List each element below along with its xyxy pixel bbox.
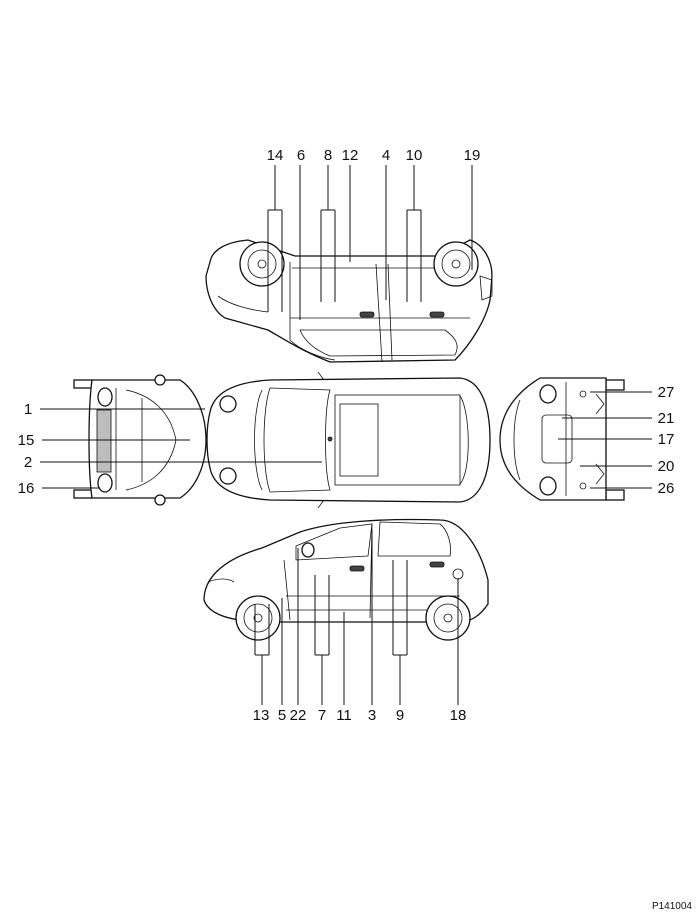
callout-right-26: 26 <box>658 480 675 497</box>
callout-bottom-11: 11 <box>336 707 352 724</box>
callout-left-1: 1 <box>24 401 32 418</box>
car-left-side-view <box>203 518 489 641</box>
callout-bottom-13: 13 <box>253 707 270 724</box>
car-right-side-view-inverted <box>205 239 493 363</box>
leader-lines <box>40 165 652 705</box>
callout-top-6: 6 <box>297 147 305 164</box>
callout-bottom-9: 9 <box>396 707 404 724</box>
callout-bottom-3: 3 <box>368 707 376 724</box>
callout-right-20: 20 <box>658 458 675 475</box>
callout-bottom-22: 22 <box>290 707 307 724</box>
callout-bottom-7: 7 <box>318 707 326 724</box>
callout-bottom-18: 18 <box>450 707 467 724</box>
callout-top-4: 4 <box>382 147 390 164</box>
callout-right-21: 21 <box>658 410 675 427</box>
callout-right-17: 17 <box>658 431 675 448</box>
callout-top-19: 19 <box>464 147 481 164</box>
callout-bottom-5: 5 <box>278 707 286 724</box>
figure-code: P141004 <box>651 901 692 912</box>
callout-left-16: 16 <box>18 480 35 497</box>
callout-top-10: 10 <box>406 147 423 164</box>
callout-left-2: 2 <box>24 454 32 471</box>
callout-top-14: 14 <box>267 147 284 164</box>
callout-left-15: 15 <box>18 432 35 449</box>
callout-labels: 14 6 8 12 4 10 19 1 15 2 16 27 21 17 20 … <box>18 147 675 724</box>
callout-right-27: 27 <box>658 384 675 401</box>
callout-top-8: 8 <box>324 147 332 164</box>
callout-top-12: 12 <box>342 147 359 164</box>
car-top-view <box>206 371 491 509</box>
